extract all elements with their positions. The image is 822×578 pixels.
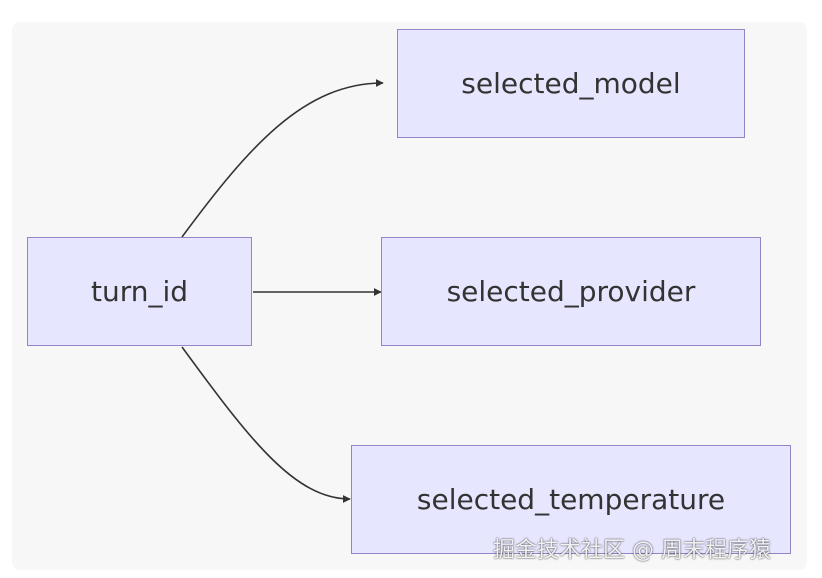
node-label: selected_temperature	[416, 483, 726, 516]
node-selected-provider: selected_provider	[381, 237, 761, 346]
node-turn-id: turn_id	[27, 237, 252, 346]
edge-turn-to-model	[181, 79, 384, 238]
watermark: 掘金技术社区 @ 周末程序猿	[493, 538, 771, 563]
edge-turn-to-temperature	[181, 346, 351, 503]
node-label: turn_id	[90, 275, 189, 308]
node-selected-model: selected_model	[397, 29, 745, 138]
node-label: selected_provider	[446, 275, 696, 308]
node-selected-temperature: selected_temperature	[351, 445, 791, 554]
node-label: selected_model	[461, 67, 681, 100]
